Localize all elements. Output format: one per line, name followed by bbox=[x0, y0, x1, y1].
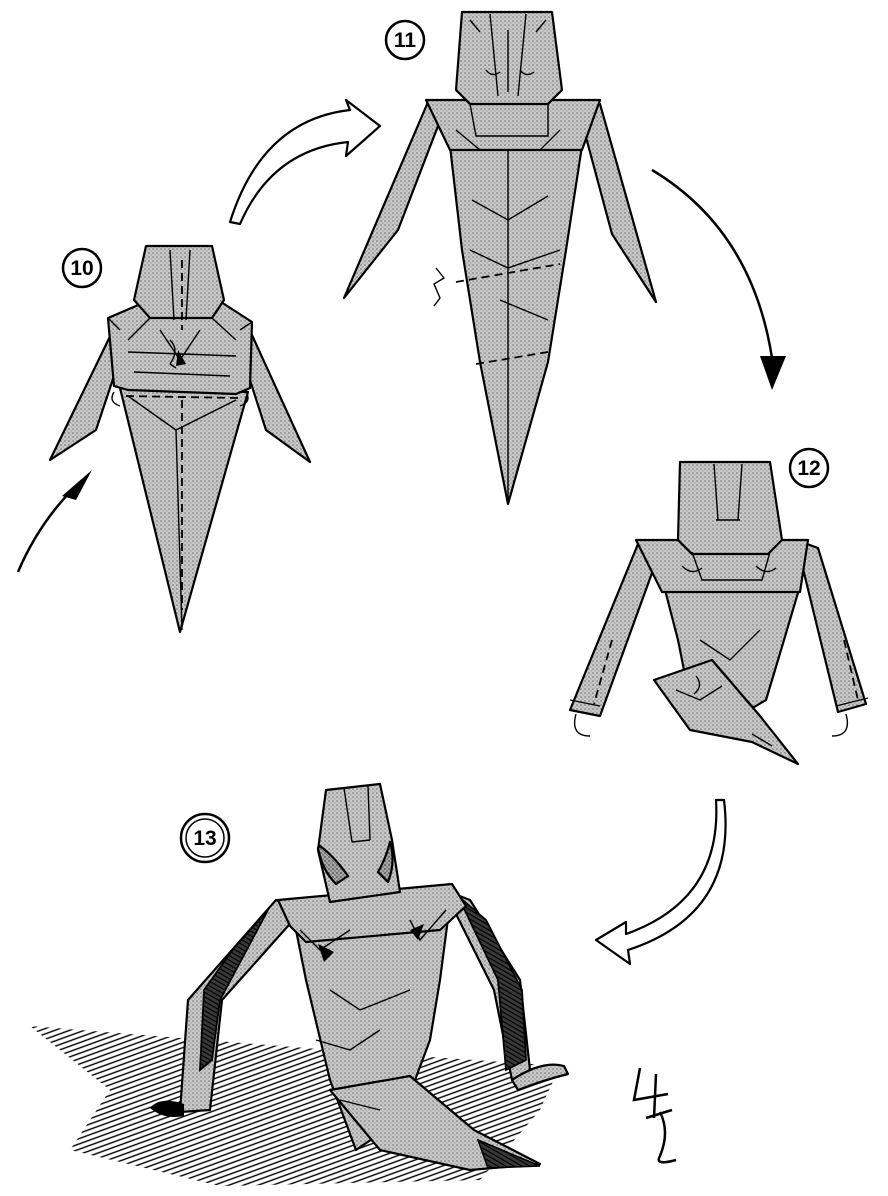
step-11-number: 11 bbox=[394, 29, 417, 52]
step-12-figure bbox=[570, 462, 868, 764]
step-13-figure bbox=[30, 784, 568, 1186]
artist-signature bbox=[634, 1068, 676, 1162]
step-13-label: 13 bbox=[181, 814, 229, 862]
arrow-step-10-to-11 bbox=[230, 100, 380, 224]
step-13-head bbox=[318, 784, 400, 902]
step-10-head bbox=[134, 246, 224, 318]
step-11-shoulders bbox=[426, 100, 600, 150]
step-10-label: 10 bbox=[63, 249, 101, 287]
arrow-step-12-to-13 bbox=[596, 800, 726, 964]
step-12-tail bbox=[654, 660, 798, 764]
step-11-label: 11 bbox=[386, 21, 424, 59]
step-12-head bbox=[678, 462, 782, 554]
step-10-tail bbox=[120, 388, 248, 632]
step-10-number: 10 bbox=[70, 257, 93, 280]
step-11-figure bbox=[344, 12, 656, 504]
arrow-into-step-10 bbox=[18, 470, 92, 572]
step-12-right-arm bbox=[796, 540, 866, 712]
step-12-label: 12 bbox=[790, 449, 828, 487]
step-10-figure bbox=[50, 246, 310, 632]
arrow-step-11-to-12 bbox=[652, 170, 786, 390]
step-11-body bbox=[450, 146, 582, 504]
step-12-number: 12 bbox=[797, 457, 820, 480]
step-11-head bbox=[456, 12, 562, 104]
step-11-pleat-symbol bbox=[434, 268, 444, 306]
step-13-number: 13 bbox=[193, 827, 216, 850]
